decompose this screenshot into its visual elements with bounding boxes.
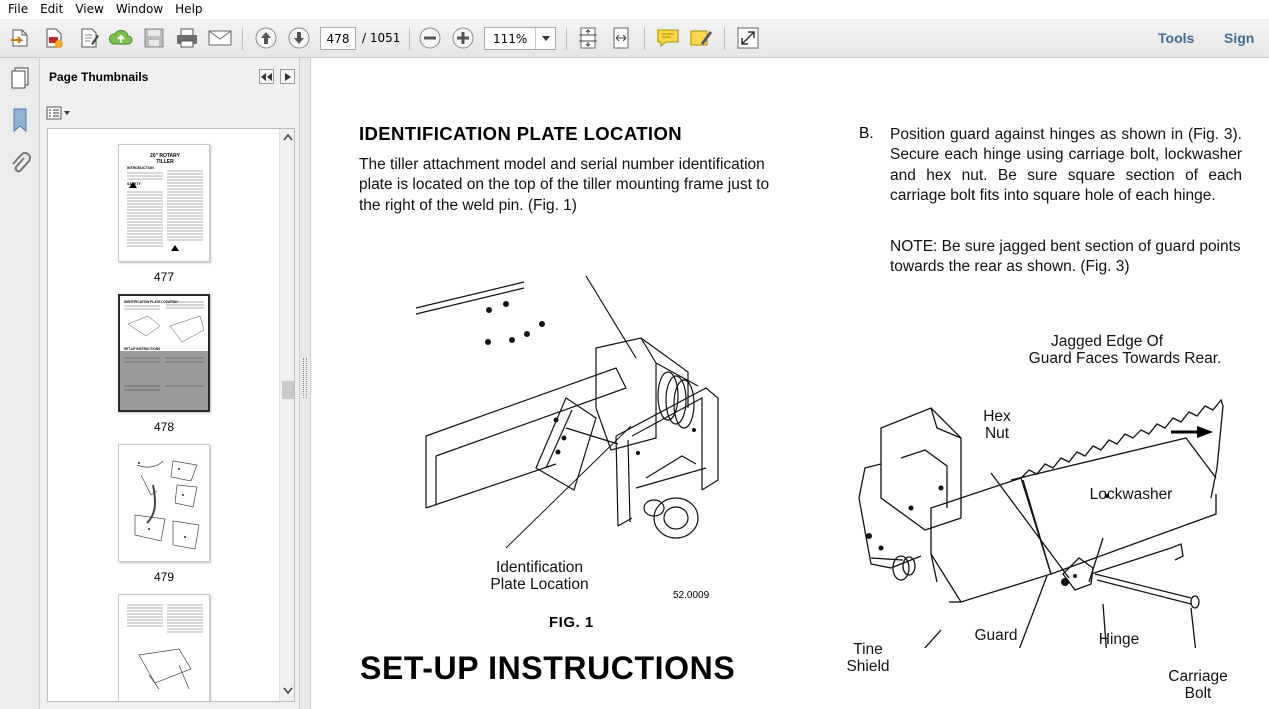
open-file-icon[interactable]	[8, 25, 34, 51]
fig3-tine-line2: Shield	[846, 658, 890, 675]
page-thumbnails-icon[interactable]	[8, 66, 32, 90]
fit-width-icon[interactable]	[608, 25, 634, 51]
highlight-icon[interactable]	[688, 25, 714, 51]
previous-page-icon[interactable]	[253, 25, 279, 51]
scroll-up-icon	[283, 133, 293, 141]
edit-pdf-icon[interactable]	[76, 25, 102, 51]
toolbar-separator	[409, 28, 410, 50]
fig3-hex-line1: Hex	[983, 408, 1011, 425]
figure-1-caption: FIG. 1	[549, 614, 594, 631]
cloud-upload-icon[interactable]	[108, 25, 134, 51]
bookmarks-icon[interactable]	[8, 108, 32, 133]
sign-button[interactable]: Sign	[1224, 30, 1255, 46]
heading-identification-plate: IDENTIFICATION PLATE LOCATION	[359, 123, 682, 144]
fig3-lockwasher: Lockwasher	[1089, 486, 1173, 503]
scroll-down-icon	[283, 687, 293, 695]
fig3-jagged-line1: Jagged Edge Of	[1050, 333, 1164, 350]
menu-view[interactable]: View	[75, 2, 104, 16]
menu-edit[interactable]: Edit	[40, 2, 64, 16]
fig3-tine-line1: Tine	[853, 641, 883, 658]
figure-code: 52.0009	[673, 590, 710, 601]
comment-icon[interactable]	[655, 25, 681, 51]
fit-page-icon[interactable]	[575, 25, 601, 51]
menu-help[interactable]: Help	[175, 2, 203, 16]
thumb-title-2: TILLER	[156, 159, 174, 165]
fig3-jagged-line2: Guard Faces Towards Rear.	[1028, 350, 1222, 367]
thumbnail-list[interactable]: 20" ROTARY TILLER INTRODUCTION	[47, 128, 295, 702]
thumb-title-1: 20" ROTARY	[150, 153, 181, 159]
thumb-head-1: IDENTIFICATION PLATE LOCATION	[124, 300, 178, 304]
thumb-head-1: INTRODUCTION	[127, 166, 154, 170]
email-icon[interactable]	[207, 25, 233, 51]
document-view[interactable]: IDENTIFICATION PLATE LOCATION The tiller…	[311, 58, 1269, 709]
zoom-value: 111%	[493, 32, 528, 46]
thumbnail-scrollbar[interactable]	[279, 129, 294, 701]
step-letter: B.	[859, 125, 874, 142]
fig3-hex-line2: Nut	[984, 425, 1010, 442]
figure-1-drawing	[415, 275, 719, 549]
heading-setup-instructions: SET-UP INSTRUCTIONS	[360, 650, 736, 686]
fig3-carriage-line1: Carriage	[1168, 668, 1228, 685]
navigation-pane	[0, 58, 40, 709]
thumbnail-page-479[interactable]	[118, 444, 210, 562]
scrollbar-thumb[interactable]	[282, 381, 294, 399]
thumbnail-page-480[interactable]	[118, 594, 210, 701]
page-number-input[interactable]	[320, 27, 356, 50]
toolbar-separator	[566, 28, 567, 50]
fig3-hinge: Hinge	[1098, 631, 1140, 648]
fig1-callout-line1: Identification	[495, 559, 584, 576]
next-page-icon[interactable]	[286, 25, 312, 51]
thumbnail-label: 478	[153, 420, 175, 434]
save-icon[interactable]	[141, 25, 167, 51]
fullscreen-icon[interactable]	[735, 25, 761, 51]
menu-window[interactable]: Window	[115, 2, 164, 16]
toolbar-separator	[724, 28, 725, 50]
note-text: NOTE: Be sure jagged bent section of gua…	[890, 238, 1241, 276]
collapse-panel-icon[interactable]	[259, 69, 274, 84]
zoom-in-icon[interactable]	[450, 25, 476, 51]
attachments-icon[interactable]	[8, 152, 32, 176]
thumbnail-panel: Page Thumbnails 20" ROTARY TILLER INTROD…	[40, 58, 299, 709]
print-icon[interactable]	[174, 25, 200, 51]
zoom-dropdown[interactable]: 111%	[484, 27, 556, 50]
toolbar-separator	[644, 28, 645, 50]
figure-3-drawing	[858, 398, 1224, 648]
fig3-guard: Guard	[974, 627, 1018, 644]
toolbar: / 1051 111% Tools Sign	[0, 19, 1269, 58]
thumbnail-page-478[interactable]: IDENTIFICATION PLATE LOCATION SET-UP INS…	[118, 294, 210, 412]
panel-title: Page Thumbnails	[49, 70, 149, 84]
menu-bar: File Edit View Window Help	[0, 0, 1269, 19]
create-pdf-icon[interactable]	[41, 25, 67, 51]
tools-button[interactable]: Tools	[1158, 30, 1195, 46]
thumbnail-label: 479	[153, 570, 175, 584]
expand-panel-icon[interactable]	[280, 69, 295, 84]
menu-file[interactable]: File	[8, 2, 29, 16]
step-b-text: Position guard against hinges as shown i…	[890, 126, 1242, 204]
panel-splitter[interactable]	[299, 58, 311, 709]
page-total: / 1051	[362, 31, 401, 45]
thumb-head-2: SET-UP INSTRUCTIONS	[124, 347, 160, 351]
splitter-grip[interactable]	[303, 358, 307, 398]
fig3-carriage-line2: Bolt	[1184, 685, 1212, 702]
chevron-down-icon[interactable]	[535, 28, 555, 49]
thumbnail-options-icon[interactable]	[46, 104, 72, 122]
identification-text: The tiller attachment model and serial n…	[359, 156, 770, 214]
fig1-callout-line2: Plate Location	[490, 576, 589, 593]
zoom-out-icon[interactable]	[417, 25, 443, 51]
thumbnail-page-477[interactable]: 20" ROTARY TILLER INTRODUCTION	[118, 144, 210, 262]
thumbnail-label: 477	[153, 270, 175, 284]
toolbar-separator	[242, 28, 243, 50]
